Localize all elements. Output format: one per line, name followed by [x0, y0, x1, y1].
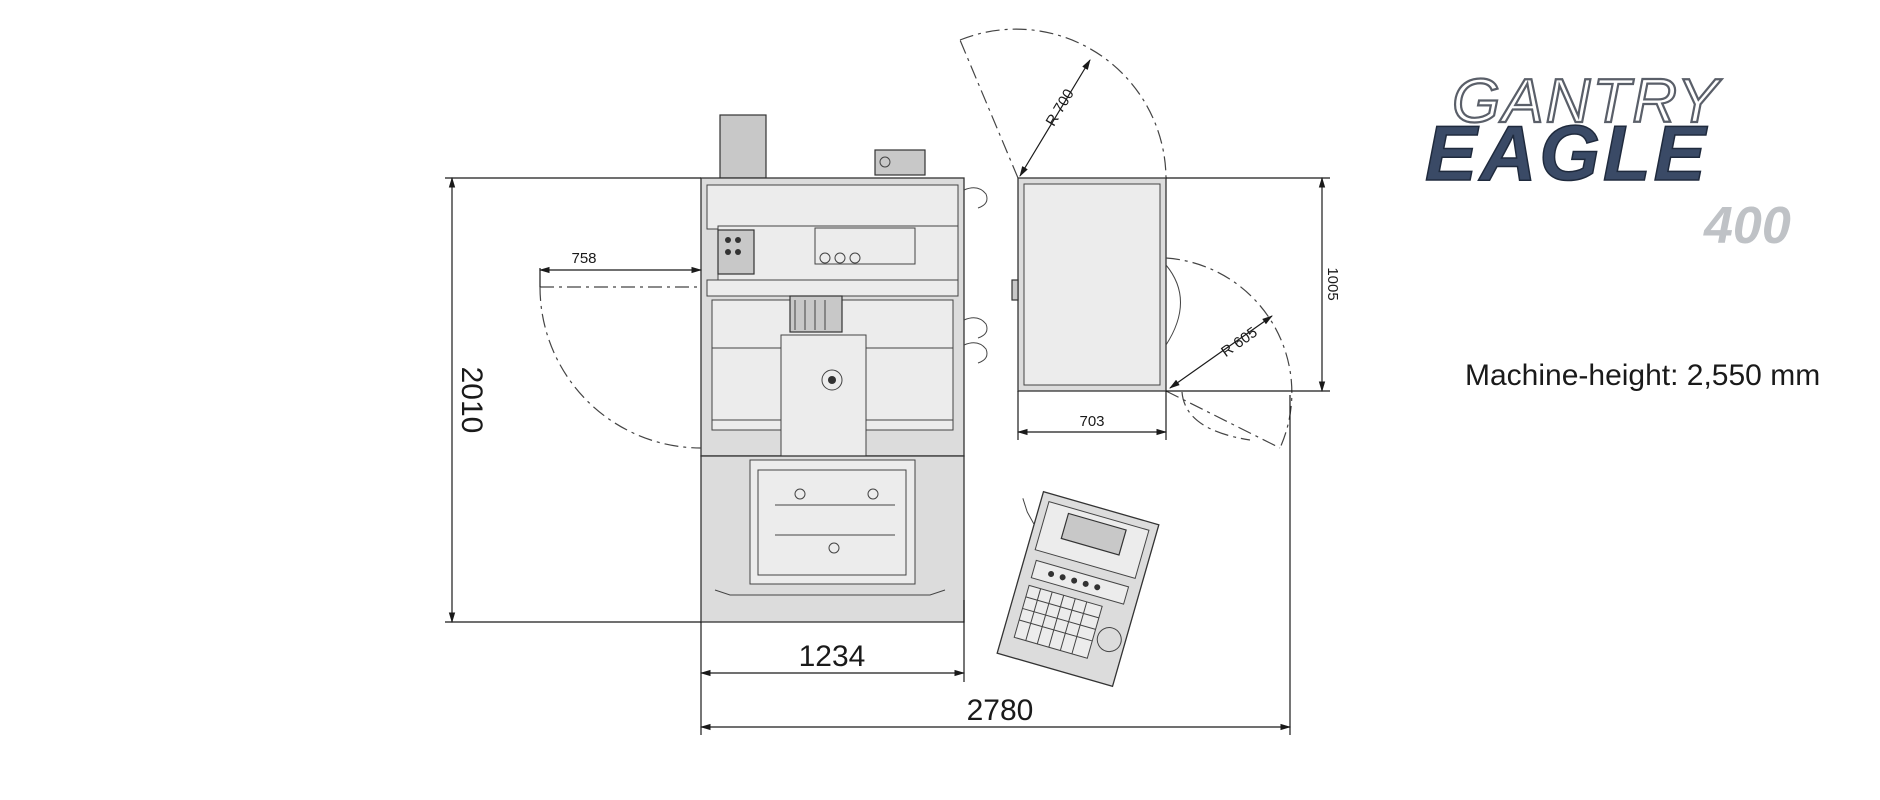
main-machine — [700, 114, 988, 623]
door-swing-left — [539, 286, 702, 449]
logo-eagle-text: EAGLE — [1425, 109, 1709, 197]
logo-gantry-text: GANTRY — [1452, 67, 1723, 136]
dim-label-2010: 2010 — [455, 367, 488, 434]
dim-label-r700: R 700 — [1043, 86, 1078, 129]
dim-line-r700 — [1019, 59, 1091, 177]
dim-label-2780: 2780 — [967, 694, 1034, 727]
product-logo: GANTRY EAGLE 400 — [1424, 66, 1791, 255]
logo-model-text: 400 — [1703, 197, 1791, 255]
operator-panel — [996, 490, 1160, 688]
machine-height-label: Machine-height: 2,550 mm — [1465, 359, 1820, 392]
dim-label-1005: 1005 — [1324, 267, 1341, 300]
control-cabinet — [1011, 177, 1181, 392]
top-connector — [874, 149, 926, 176]
exhaust-unit — [719, 114, 767, 179]
dim-label-758: 758 — [571, 250, 596, 267]
dim-label-703: 703 — [1079, 413, 1104, 430]
dim-label-r605: R 605 — [1218, 324, 1261, 361]
door-swing-top — [959, 28, 1167, 179]
dimension-lines — [445, 59, 1330, 735]
dim-line-r605 — [1169, 315, 1273, 389]
dim-label-1234: 1234 — [799, 640, 866, 673]
